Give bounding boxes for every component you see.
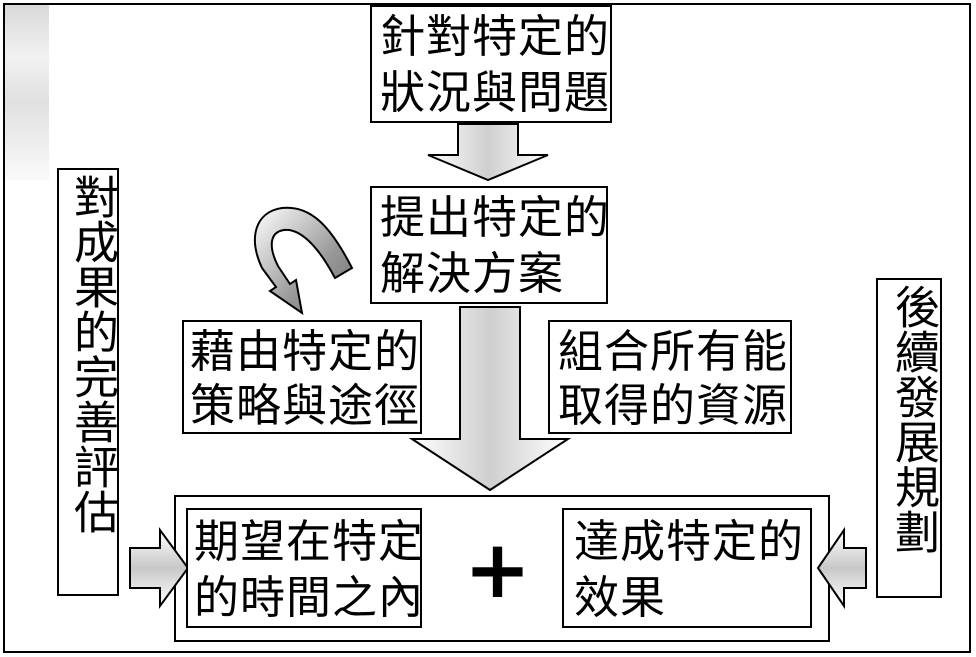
curved-arrow-icon bbox=[254, 206, 354, 316]
resources-box: 組合所有能 取得的資源 bbox=[548, 320, 792, 434]
development-text: 後續發展規劃 bbox=[887, 284, 940, 554]
proposal-line1: 提出特定的 bbox=[380, 191, 611, 244]
right-arrow-icon bbox=[129, 526, 190, 610]
evaluation-side-box: 對成果的完善評估 bbox=[57, 168, 119, 596]
plus-sign: + bbox=[464, 523, 532, 616]
timeframe-line1: 期望在特定 bbox=[194, 515, 425, 568]
proposal-box: 提出特定的 解決方案 bbox=[370, 186, 611, 304]
strategy-box: 藉由特定的 策略與途徑 bbox=[182, 320, 422, 434]
left-arrow-icon bbox=[816, 526, 867, 610]
resources-line2: 取得的資源 bbox=[558, 379, 789, 432]
situation-box: 針對特定的 狀況與問題 bbox=[370, 5, 612, 123]
timeframe-box: 期望在特定 的時間之內 bbox=[186, 508, 425, 628]
corner-decoration bbox=[5, 5, 49, 180]
effect-box: 達成特定的 效果 bbox=[562, 508, 812, 628]
effect-line1: 達成特定的 bbox=[574, 515, 805, 568]
situation-line2: 狀況與問題 bbox=[380, 66, 611, 119]
development-side-box: 後續發展規劃 bbox=[876, 278, 942, 598]
outer-frame bbox=[3, 3, 971, 653]
proposal-line2: 解決方案 bbox=[380, 247, 565, 300]
effect-line2: 效果 bbox=[574, 571, 667, 624]
evaluation-text: 對成果的完善評估 bbox=[66, 174, 119, 534]
down-arrow-small-icon bbox=[427, 123, 549, 182]
strategy-line1: 藉由特定的 bbox=[190, 325, 421, 378]
down-arrow-large-icon bbox=[408, 306, 572, 492]
timeframe-line2: 的時間之內 bbox=[194, 571, 425, 624]
situation-line1: 針對特定的 bbox=[380, 10, 611, 63]
resources-line1: 組合所有能 bbox=[558, 325, 789, 378]
strategy-line2: 策略與途徑 bbox=[190, 379, 421, 432]
